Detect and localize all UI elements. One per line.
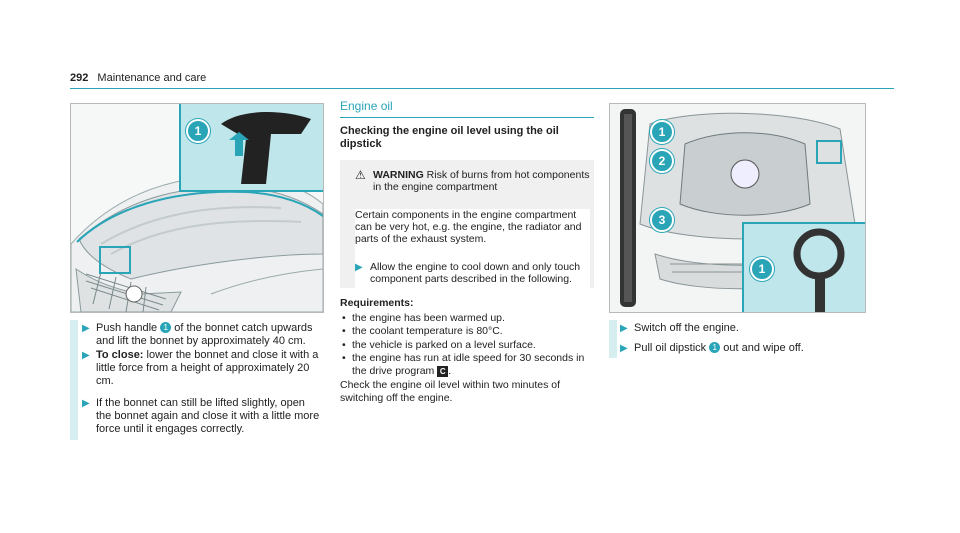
header-divider bbox=[70, 88, 894, 89]
step-to-close: To close: lower the bonnet and close it … bbox=[96, 349, 319, 387]
list-item: the coolant temperature is 80°C. bbox=[340, 325, 594, 338]
step-pull-dipstick: Pull oil dipstick 1 out and wipe off. bbox=[634, 342, 804, 354]
step-arrow-icon: ▶ bbox=[82, 323, 90, 334]
step-switch-off: Switch off the engine. bbox=[634, 322, 739, 334]
step-arrow-icon: ▶ bbox=[620, 343, 628, 354]
warning-head-text: Risk of burns from hot components in the… bbox=[373, 169, 590, 193]
callout-1: 1 bbox=[650, 120, 674, 144]
step-arrow-icon: ▶ bbox=[82, 350, 90, 361]
section-title: Engine oil bbox=[340, 99, 393, 113]
warning-heading: ⚠ WARNING Risk of burns from hot compone… bbox=[355, 169, 590, 193]
list-item: the vehicle is parked on a level surface… bbox=[340, 339, 594, 352]
steps-sidebar bbox=[70, 320, 78, 440]
callout-1: 1 bbox=[186, 119, 210, 143]
catch-handle-drawing bbox=[221, 112, 311, 184]
callout-1-zoom: 1 bbox=[750, 257, 774, 281]
warning-box: ⚠ WARNING Risk of burns from hot compone… bbox=[340, 160, 594, 309]
check-text: Check the engine oil level within two mi… bbox=[340, 379, 561, 404]
warning-step: Allow the engine to cool down and only t… bbox=[370, 261, 581, 285]
engine-bay-illustration: 1 2 3 1 bbox=[609, 103, 866, 313]
list-item: the engine has run at idle speed for 30 … bbox=[340, 352, 594, 377]
section-divider bbox=[340, 117, 594, 118]
section-name: Maintenance and care bbox=[97, 72, 207, 84]
cap-marker-box bbox=[816, 140, 842, 164]
warning-description: Certain components in the engine compart… bbox=[355, 209, 582, 245]
requirements: Requirements: the engine has been warmed… bbox=[340, 297, 594, 404]
bonnet-illustration: 1 bbox=[70, 103, 324, 313]
warning-label: WARNING bbox=[373, 169, 424, 181]
step-push-handle: Push handle 1 of the bonnet catch upward… bbox=[96, 322, 313, 347]
warning-triangle-icon: ⚠ bbox=[355, 168, 366, 182]
callout-3: 3 bbox=[650, 208, 674, 232]
list-item: the engine has been warmed up. bbox=[340, 312, 594, 325]
dipstick-handle-drawing bbox=[793, 228, 845, 312]
step-arrow-icon: ▶ bbox=[355, 262, 363, 273]
subsection-title: Checking the engine oil level using the … bbox=[340, 125, 559, 150]
callout-2: 2 bbox=[650, 149, 674, 173]
drive-program-c-icon: C bbox=[437, 365, 449, 377]
ref-1-badge: 1 bbox=[709, 342, 721, 353]
requirements-label: Requirements: bbox=[340, 297, 414, 309]
catch-marker-box bbox=[99, 246, 131, 274]
step-lift-check: If the bonnet can still be lifted slight… bbox=[96, 397, 320, 435]
car-front-drawing bbox=[71, 175, 323, 312]
requirements-list: the engine has been warmed up. the coola… bbox=[340, 312, 594, 378]
step-arrow-icon: ▶ bbox=[620, 323, 628, 334]
ref-1-badge: 1 bbox=[160, 322, 172, 333]
steps-sidebar bbox=[609, 320, 617, 358]
warning-body: Certain components in the engine compart… bbox=[355, 209, 590, 309]
bonnet-catch-zoom bbox=[179, 104, 323, 192]
page-number: 292 bbox=[70, 72, 89, 84]
page-header: 292 Maintenance and care bbox=[70, 72, 206, 84]
step-arrow-icon: ▶ bbox=[82, 398, 90, 409]
